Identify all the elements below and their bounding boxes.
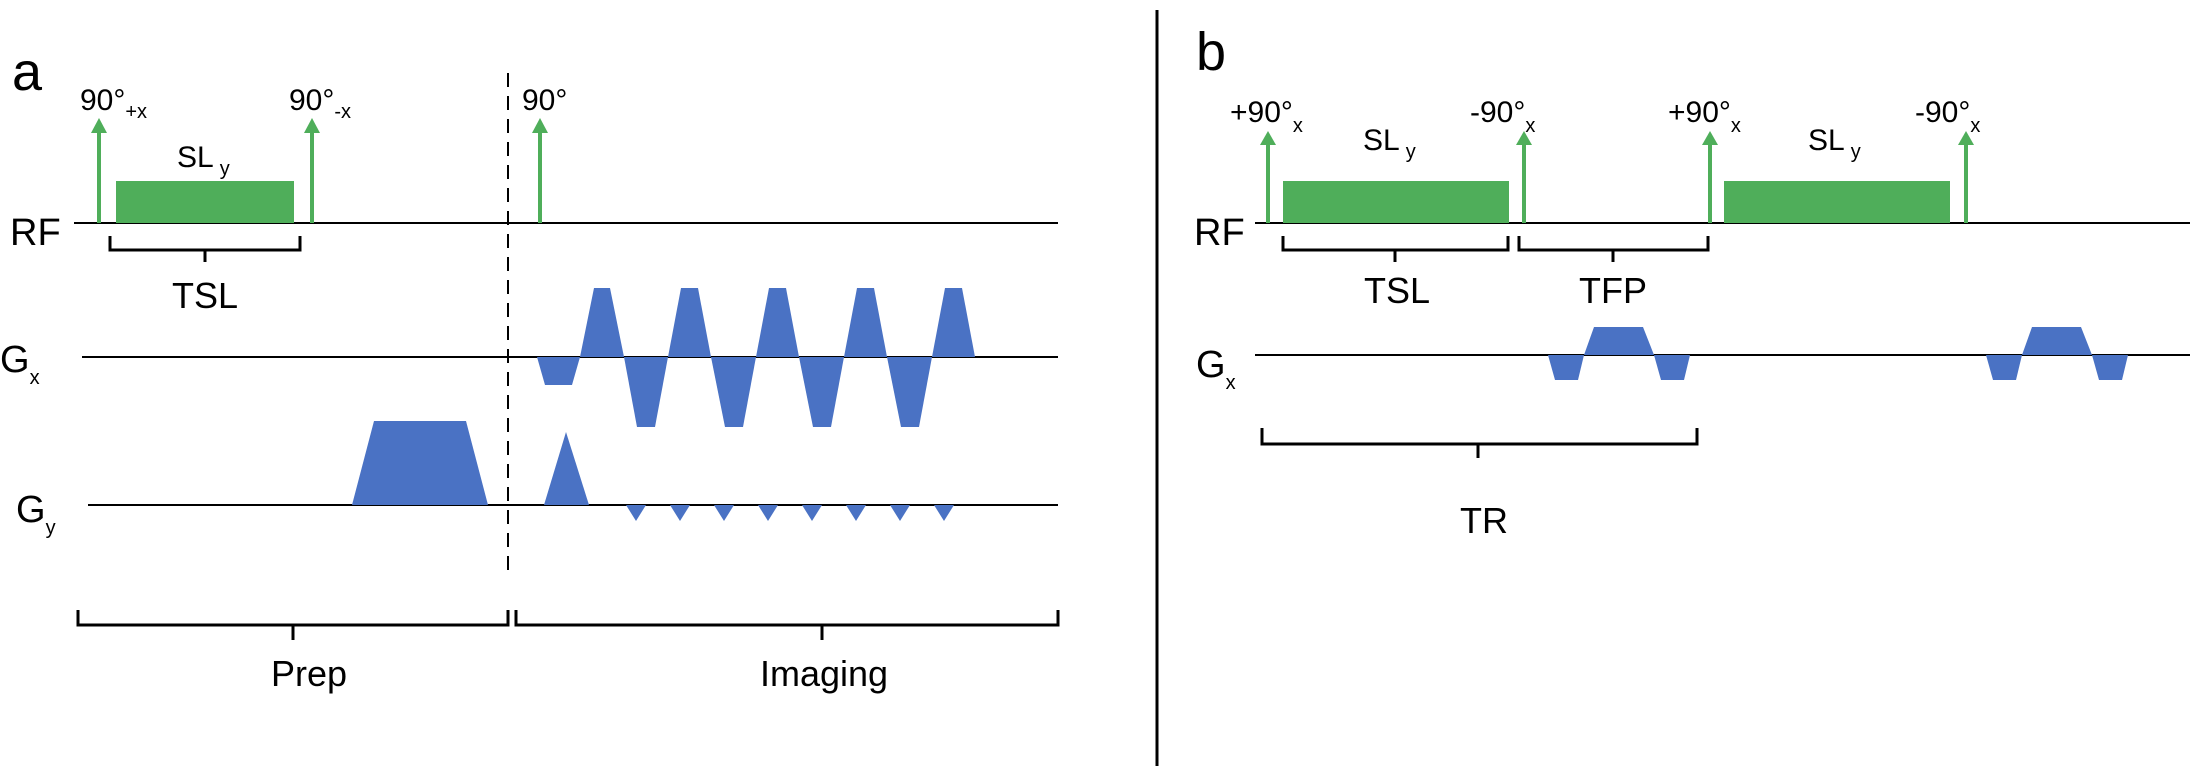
rf-pulse-90-minus-x xyxy=(304,118,320,223)
rf-pulse-plus-90-x-2 xyxy=(1702,131,1718,223)
gy-crusher-gradient xyxy=(352,421,488,505)
rf-pulse-plus-90-x-1 xyxy=(1260,131,1276,223)
tr-bracket xyxy=(1260,428,1699,458)
imaging-bracket xyxy=(514,610,1060,640)
spin-lock-block-1 xyxy=(1283,181,1509,223)
rf-axis-label-b: RF xyxy=(1194,212,1245,254)
rf-pulse-90-minus-x-label: 90°-x xyxy=(289,84,351,123)
rf-pulse-minus-90-x-2-label: -90°x xyxy=(1915,96,1980,137)
gx-crusher-group-1 xyxy=(1548,327,1690,380)
tfp-bracket xyxy=(1517,236,1710,262)
tsl-label: TSL xyxy=(172,275,238,316)
panel-a-label: a xyxy=(12,42,43,102)
prep-bracket xyxy=(76,610,510,640)
rf-pulse-minus-90-x-1 xyxy=(1516,131,1532,223)
rf-pulse-90-label: 90° xyxy=(522,84,567,117)
rf-pulse-90-plus-x xyxy=(91,118,107,223)
rf-pulse-minus-90-x-2 xyxy=(1958,131,1974,223)
rf-pulse-minus-90-x-1-label: -90°x xyxy=(1470,96,1535,137)
rf-pulse-90-plus-x-label: 90°+x xyxy=(80,84,147,123)
tsl-bracket-b xyxy=(1281,236,1510,262)
gx-axis-label-b: Gx xyxy=(1196,344,1236,394)
spin-lock-block xyxy=(116,181,294,223)
tsl-bracket xyxy=(108,236,302,262)
gy-prephaser-gradient xyxy=(544,432,589,505)
prep-label: Prep xyxy=(271,653,347,694)
gx-axis-label: Gx xyxy=(0,339,40,389)
rf-pulse-plus-90-x-2-label: +90°x xyxy=(1668,96,1741,137)
spin-lock-block-2 xyxy=(1724,181,1950,223)
gx-readout-gradients xyxy=(537,288,975,427)
gy-axis-label: Gy xyxy=(16,489,56,539)
rf-pulse-plus-90-x-1-label: +90°x xyxy=(1230,96,1303,137)
imaging-label: Imaging xyxy=(760,653,888,694)
panel-b-label: b xyxy=(1196,22,1226,82)
gy-blips xyxy=(626,505,954,521)
tsl-label-b: TSL xyxy=(1364,270,1430,311)
gx-crusher-group-2 xyxy=(1986,327,2128,380)
tr-label: TR xyxy=(1460,500,1508,541)
rf-pulse-90-excitation xyxy=(532,118,548,223)
tfp-label: TFP xyxy=(1579,270,1647,311)
rf-axis-label: RF xyxy=(10,212,61,254)
